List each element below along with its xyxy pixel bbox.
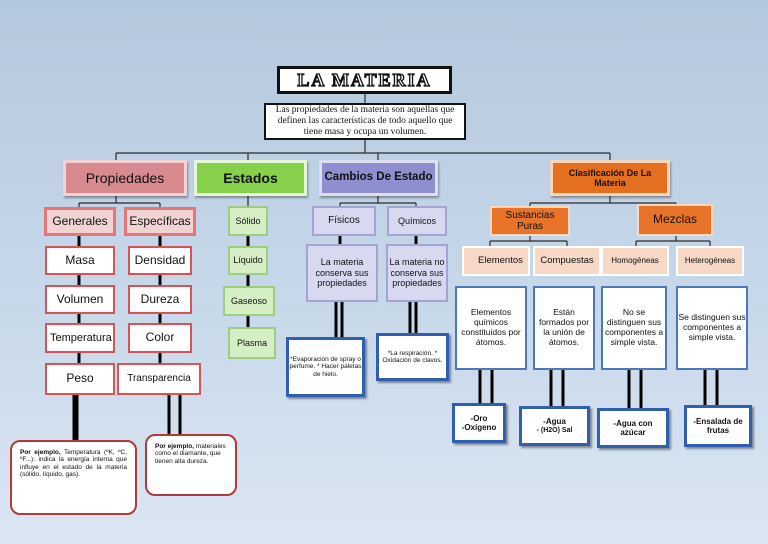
sustancias-puras-node: Sustancias Puras — [490, 206, 570, 236]
fisicos-node: Físicos — [312, 206, 376, 236]
propiedades-node: Propiedades — [63, 160, 187, 196]
example-lead: Por ejemplo, — [155, 443, 195, 450]
plasma-node: Plasma — [228, 327, 276, 359]
mezclas-node: Mezclas — [637, 204, 713, 236]
quimicos-desc: La materia no conserva sus propiedades — [386, 244, 448, 302]
quimicos-example: *La respiración. * Oxidación de clavos. — [376, 333, 449, 381]
example-text: materiales como el diamante, que tienen … — [155, 443, 226, 465]
generales-node: Generales — [44, 207, 116, 236]
compuestas-node: Compuestas — [533, 246, 601, 276]
compuestas-example: -Agua - (H2O) Sal — [519, 406, 590, 446]
clasificacion-node: Clasificación De La Materia — [550, 160, 670, 196]
example-lead: Por ejemplo, — [20, 449, 61, 456]
estados-node: Estados — [194, 160, 307, 196]
solido-node: Sólido — [228, 206, 268, 236]
homogeneas-example: -Agua con azúcar — [597, 408, 669, 448]
fisicos-example: *Evaporación de spray o perfume. * Hacer… — [286, 337, 365, 397]
example-sal: - (H2O) Sal — [536, 426, 573, 434]
elementos-desc: Elementos químicos constituidos por átom… — [455, 286, 527, 370]
example-oxigeno: -Oxígeno — [461, 423, 497, 432]
temperatura-node: Temperatura — [45, 323, 115, 353]
transparencia-node: Transparencia — [117, 363, 201, 395]
heterogeneas-node: Heterogéneas — [676, 246, 744, 276]
heterogeneas-example: -Ensalada de frutas — [684, 405, 752, 447]
especificas-node: Específicas — [124, 207, 196, 236]
dureza-node: Dureza — [128, 285, 192, 314]
example-dureza: Por ejemplo, materiales como el diamante… — [145, 434, 237, 496]
homogeneas-node: Homogéneas — [601, 246, 669, 276]
elementos-node: Elementos — [462, 246, 530, 276]
example-agua: -Agua — [543, 417, 566, 427]
homogeneas-desc: No se distinguen sus componentes a simpl… — [601, 286, 667, 370]
peso-node: Peso — [45, 363, 115, 395]
liquido-node: Líquido — [228, 246, 268, 275]
example-temperatura: Por ejemplo, Temperatura (ºK, ºC, ºF...)… — [10, 440, 137, 515]
densidad-node: Densidad — [128, 246, 192, 275]
masa-node: Masa — [45, 246, 115, 275]
quimicos-node: Químicos — [387, 206, 447, 236]
cambios-node: Cambios De Estado — [319, 160, 438, 196]
definition-box: Las propiedades de la materia son aquell… — [264, 103, 466, 140]
example-text: Temperatura (ºK, ºC, ºF...): indica la e… — [20, 449, 127, 479]
color-node: Color — [128, 323, 192, 353]
elementos-example: -Oro -Oxígeno — [452, 403, 506, 443]
heterogeneas-desc: Se distinguen sus componentes a simple v… — [676, 286, 748, 370]
title-box: LA MATERIA — [277, 66, 452, 94]
fisicos-desc: La materia conserva sus propiedades — [306, 244, 378, 302]
example-oro: -Oro — [470, 413, 488, 423]
volumen-node: Volumen — [45, 285, 115, 314]
gaseoso-node: Gaseoso — [223, 286, 275, 316]
compuestas-desc: Están formados por la unión de átomos. — [533, 286, 595, 370]
